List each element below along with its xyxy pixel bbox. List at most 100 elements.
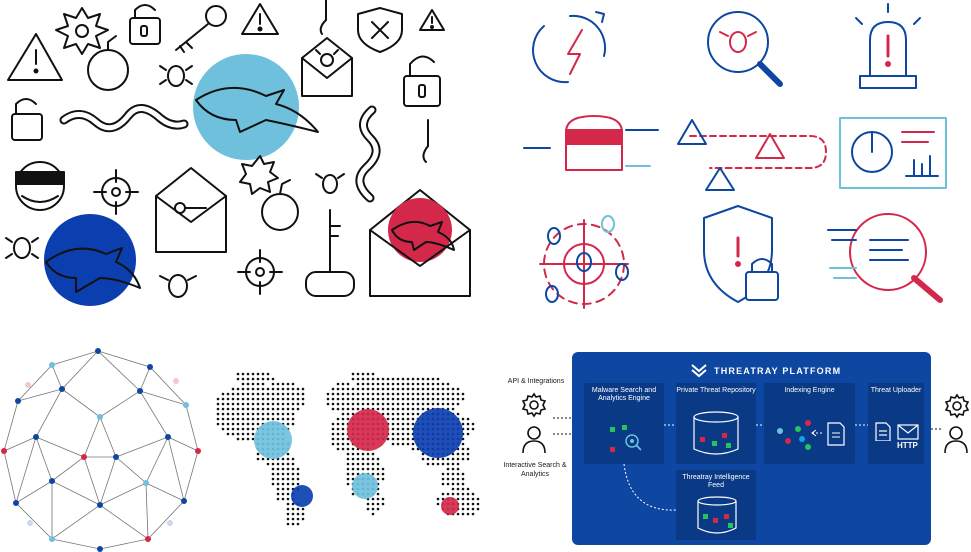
map-dot <box>246 382 250 386</box>
map-dot <box>416 397 420 401</box>
map-dot <box>361 452 365 456</box>
map-dot <box>281 492 285 496</box>
map-dot <box>216 397 220 401</box>
map-dot <box>401 402 405 406</box>
map-dot <box>381 407 385 411</box>
map-dot <box>396 397 400 401</box>
map-dot <box>401 417 405 421</box>
map-dot <box>356 397 360 401</box>
map-dot <box>256 372 260 376</box>
map-dot <box>446 382 450 386</box>
map-dot <box>296 507 300 511</box>
map-dot <box>276 412 280 416</box>
map-dot <box>256 377 260 381</box>
hacker-icon <box>523 115 659 171</box>
map-dot <box>296 467 300 471</box>
map-dot <box>301 387 305 391</box>
map-dot <box>446 462 450 466</box>
map-dot <box>336 422 340 426</box>
map-dot <box>446 492 450 496</box>
http-label: HTTP <box>897 441 918 450</box>
map-dot <box>291 397 295 401</box>
map-dot <box>331 437 335 441</box>
map-dot <box>266 372 270 376</box>
map-dot <box>341 382 345 386</box>
map-dot <box>341 412 345 416</box>
map-dot <box>466 487 470 491</box>
map-dot <box>296 472 300 476</box>
warning-icon <box>241 3 279 35</box>
map-dot <box>471 497 475 501</box>
map-dot <box>301 512 305 516</box>
intelligence-feed-label: Threatray Intelligence Feed <box>682 474 750 489</box>
snake-icon <box>59 104 189 133</box>
fishhook-icon <box>422 119 429 163</box>
map-dot <box>251 432 255 436</box>
map-dot <box>236 392 240 396</box>
map-dot <box>291 412 295 416</box>
map-dot <box>456 512 460 516</box>
map-dot <box>226 397 230 401</box>
map-dot <box>346 417 350 421</box>
map-dot <box>356 387 360 391</box>
map-dot <box>266 417 270 421</box>
map-dot <box>291 467 295 471</box>
map-dot <box>236 372 240 376</box>
map-dot <box>396 377 400 381</box>
map-dot <box>286 492 290 496</box>
map-dot <box>346 407 350 411</box>
map-dot <box>351 387 355 391</box>
map-dot <box>251 382 255 386</box>
map-dot <box>346 387 350 391</box>
padlock-icon <box>129 4 161 45</box>
map-dot <box>361 392 365 396</box>
map-dot <box>296 407 300 411</box>
map-dot <box>446 387 450 391</box>
map-dot <box>391 427 395 431</box>
map-dot <box>386 437 390 441</box>
map-dot <box>296 522 300 526</box>
map-dot <box>396 422 400 426</box>
map-dot <box>261 372 265 376</box>
map-dot <box>361 462 365 466</box>
map-dot <box>256 452 260 456</box>
bug-icon <box>5 237 39 259</box>
map-dot <box>341 387 345 391</box>
map-dot <box>216 402 220 406</box>
map-dot <box>346 482 350 486</box>
map-dot <box>296 477 300 481</box>
map-dot <box>266 397 270 401</box>
map-dot <box>371 402 375 406</box>
map-dot <box>351 462 355 466</box>
map-dot <box>236 387 240 391</box>
map-dot <box>296 397 300 401</box>
map-hotspot <box>254 421 292 459</box>
key-icon <box>175 5 227 53</box>
map-dot <box>276 487 280 491</box>
map-dot <box>386 382 390 386</box>
map-dot <box>266 412 270 416</box>
map-dot <box>401 432 405 436</box>
map-dot <box>391 382 395 386</box>
power-refresh-icon <box>532 11 607 84</box>
map-dot <box>241 427 245 431</box>
map-dot <box>231 432 235 436</box>
map-dot <box>331 392 335 396</box>
map-dot <box>276 497 280 501</box>
map-dot <box>246 437 250 441</box>
shark-circle-deepblue <box>44 214 136 306</box>
shark-circle-lightblue <box>193 54 299 160</box>
map-dot <box>421 457 425 461</box>
gear-icon <box>521 392 547 418</box>
map-dot <box>406 407 410 411</box>
map-dot <box>416 387 420 391</box>
map-dot <box>376 467 380 471</box>
map-dot <box>371 467 375 471</box>
map-dot <box>296 517 300 521</box>
map-dot <box>286 407 290 411</box>
map-dot <box>226 417 230 421</box>
threat-uploader-box: Threat Uploader HTTP <box>868 383 924 464</box>
map-dot <box>346 467 350 471</box>
map-dot <box>431 457 435 461</box>
database-icon <box>697 496 737 534</box>
